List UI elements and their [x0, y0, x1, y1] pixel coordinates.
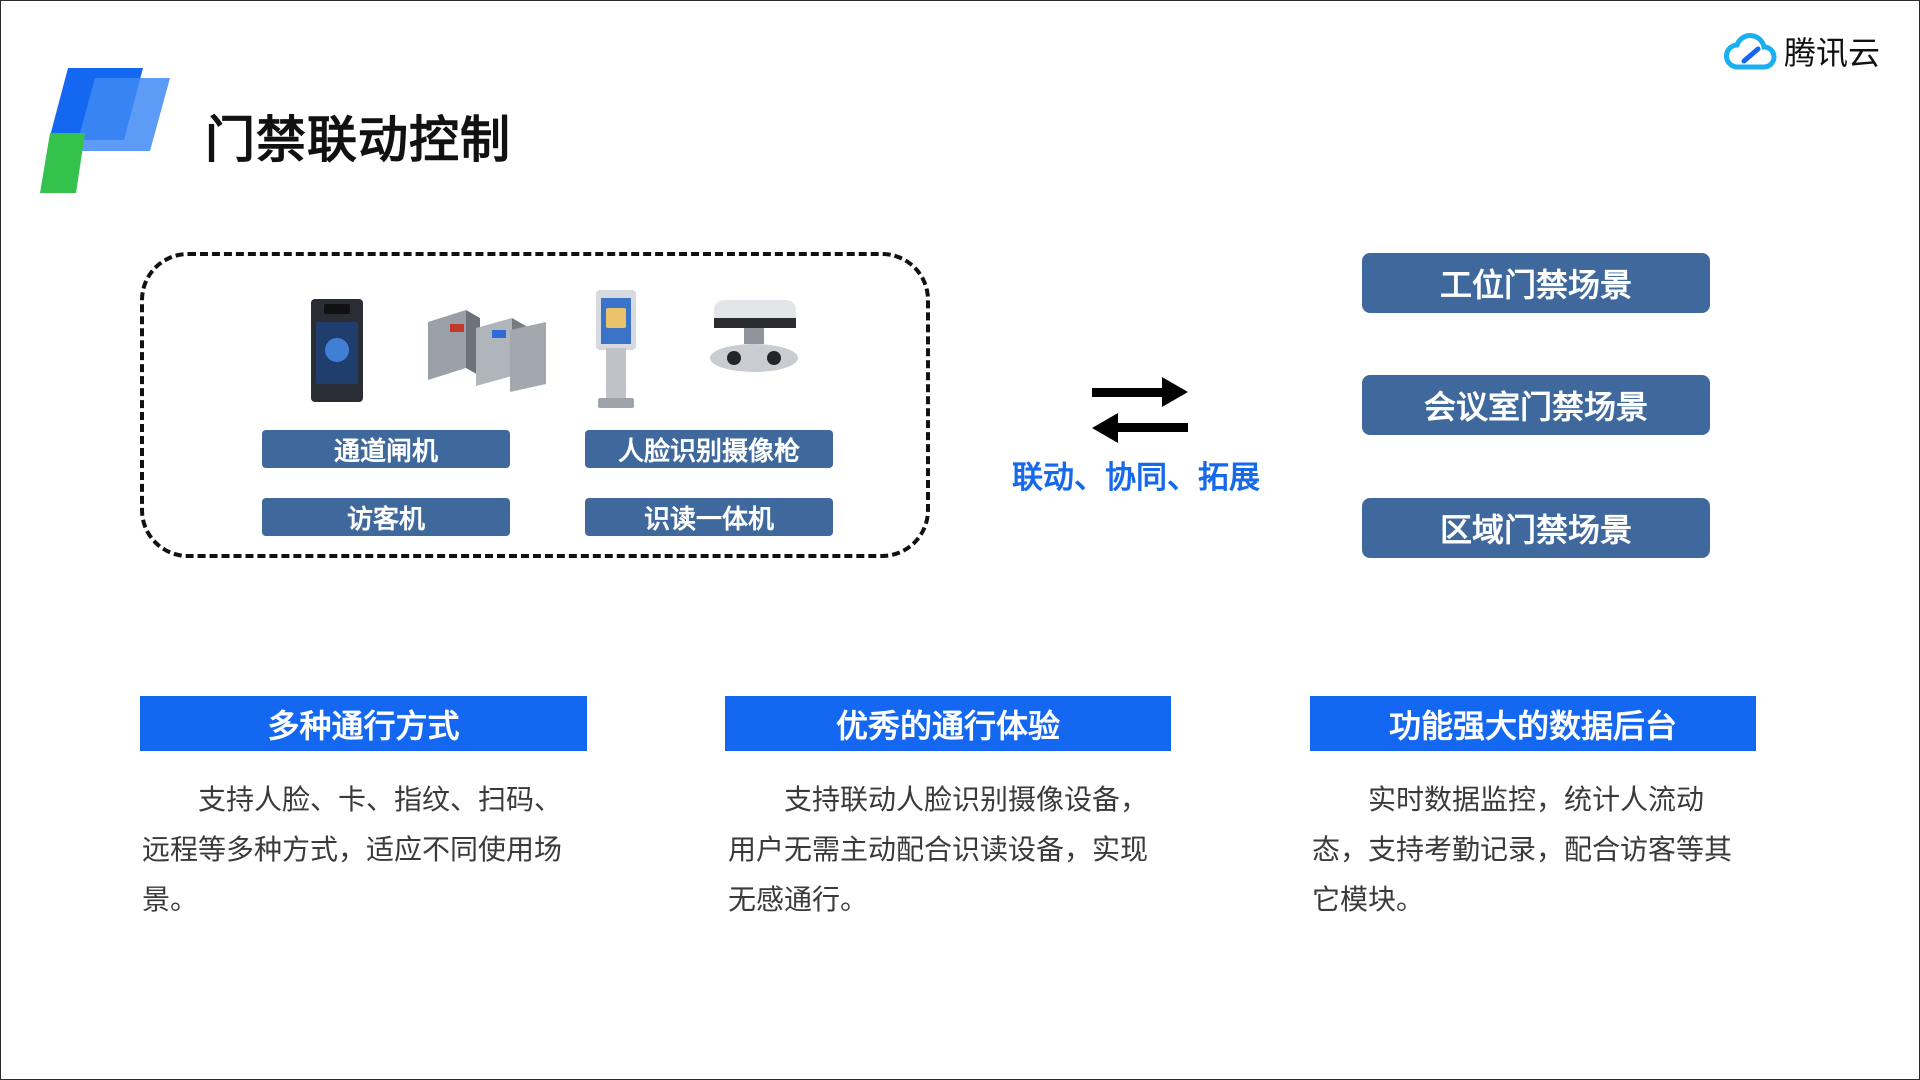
- device-label-turnstile: 通道闸机: [262, 430, 510, 468]
- device-label-face-camera: 人脸识别摄像枪: [585, 430, 833, 468]
- kiosk-visitor-machine-image: [596, 290, 636, 408]
- camera-device-image: [710, 300, 798, 372]
- feature-title-data-backend: 功能强大的数据后台: [1310, 696, 1756, 751]
- face-recognition-terminal-image: [311, 299, 363, 402]
- linkage-text: 联动、协同、拓展: [1012, 460, 1260, 496]
- page-title: 门禁联动控制: [205, 111, 511, 169]
- feature-desc-data-backend: 实时数据监控，统计人流动态，支持考勤记录，配合访客等其它模块。: [1312, 783, 1733, 916]
- scenario-area: 区域门禁场景: [1362, 498, 1710, 558]
- turnstile-gate-image: [428, 310, 546, 392]
- feature-title-access-methods: 多种通行方式: [140, 696, 587, 751]
- feature-title-experience: 优秀的通行体验: [725, 696, 1171, 751]
- brand: 腾讯云: [1724, 28, 1880, 74]
- tencent-cloud-icon: [1724, 33, 1777, 70]
- device-label-reader-kiosk: 识读一体机: [585, 498, 833, 536]
- feature-desc-access-methods: 支持人脸、卡、指纹、扫码、远程等多种方式，适应不同使用场景。: [142, 783, 563, 916]
- device-group: [140, 252, 930, 558]
- logo-mark-icon: [40, 68, 170, 193]
- scenario-workstation: 工位门禁场景: [1362, 253, 1710, 313]
- brand-name: 腾讯云: [1783, 34, 1880, 72]
- feature-desc-experience: 支持联动人脸识别摄像设备，用户无需主动配合识读设备，实现无感通行。: [728, 783, 1149, 916]
- swap-arrows-icon: [1092, 377, 1188, 443]
- device-label-visitor-machine: 访客机: [262, 498, 510, 536]
- scenario-meeting-room: 会议室门禁场景: [1362, 375, 1710, 435]
